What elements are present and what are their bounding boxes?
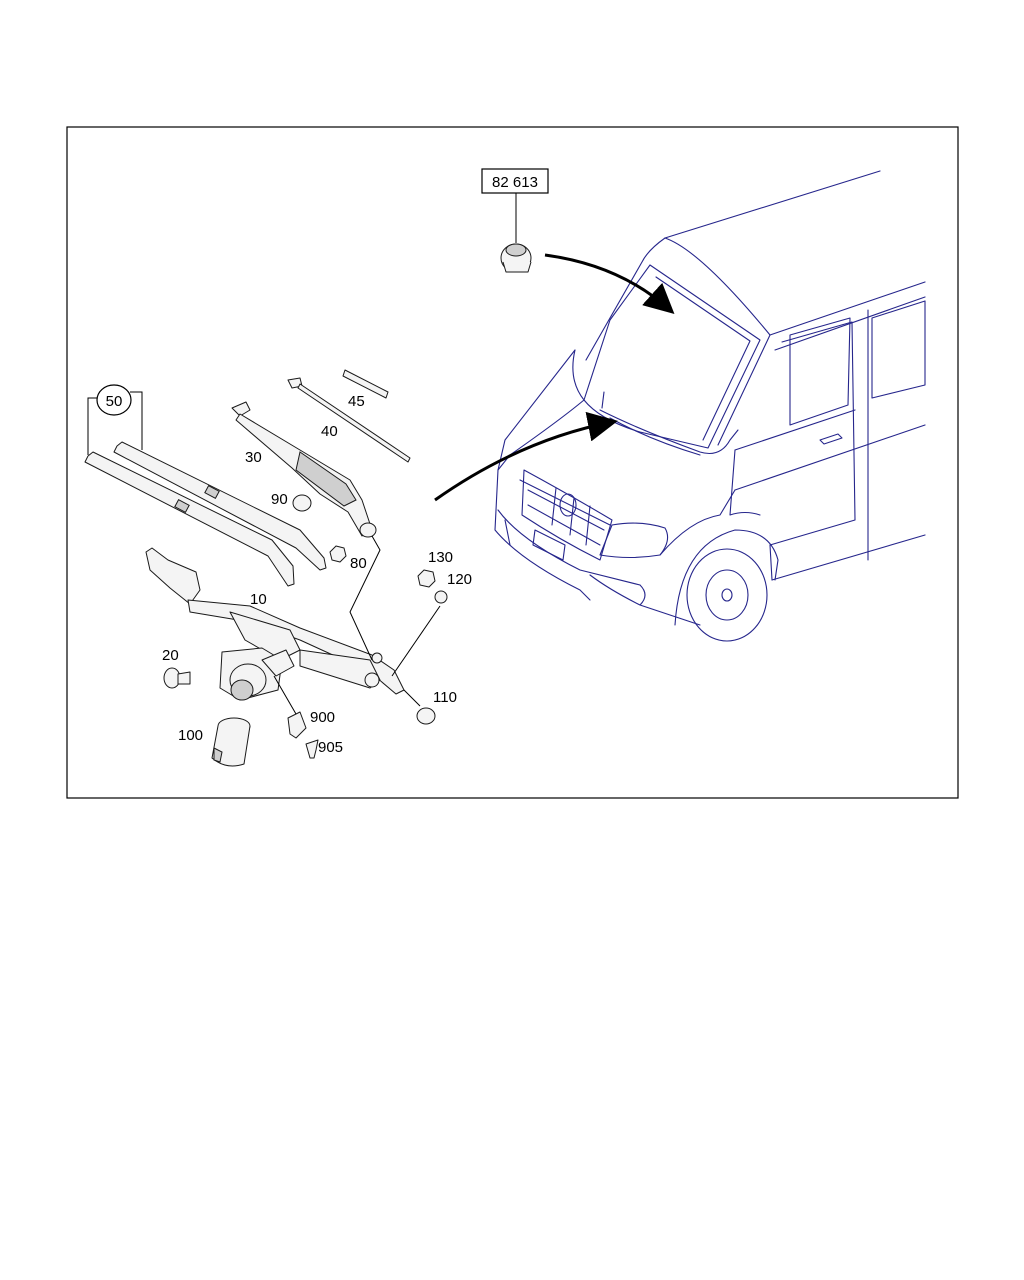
diagram-frame (66, 126, 959, 799)
callout-130: 130 (428, 549, 453, 566)
callout-110: 110 (433, 689, 457, 706)
grommet-part (416, 707, 436, 725)
reference-box-label: 82 613 (492, 174, 538, 191)
callout-90: 90 (271, 491, 288, 508)
callout-50: 50 (106, 393, 123, 410)
wiper-blades-part (84, 441, 327, 587)
arrow-to-cowl (434, 411, 618, 502)
washer-nozzle-part (500, 243, 532, 273)
blade-insert-part (342, 369, 389, 399)
hex-nut-part (329, 545, 347, 563)
reference-box (481, 168, 549, 194)
callout-100: 100 (178, 727, 203, 744)
motor-cover-part (211, 717, 251, 767)
wiper-arm-part (231, 401, 377, 538)
cable-clip-part (287, 711, 307, 739)
cover-cap-part (292, 494, 312, 512)
van-illustration (494, 170, 926, 642)
callout-45: 45 (348, 393, 365, 410)
callout-10: 10 (250, 591, 267, 608)
flange-nut-part (417, 569, 436, 588)
callout-120: 120 (447, 571, 472, 588)
plug-part (305, 739, 319, 759)
callout-40: 40 (321, 423, 338, 440)
callout-80: 80 (350, 555, 367, 572)
wiper-linkage-part (145, 547, 405, 695)
callout-50-circle (96, 384, 132, 416)
callout-905: 905 (318, 739, 343, 756)
callout-20: 20 (162, 647, 179, 664)
wiper-motor-part (219, 647, 295, 701)
arrow-to-windshield (544, 253, 675, 315)
callout-30: 30 (245, 449, 262, 466)
wiper-rubber-strip-part (287, 377, 411, 463)
callout-900: 900 (310, 709, 335, 726)
bolt-part (163, 667, 191, 689)
washer-part (434, 590, 448, 604)
